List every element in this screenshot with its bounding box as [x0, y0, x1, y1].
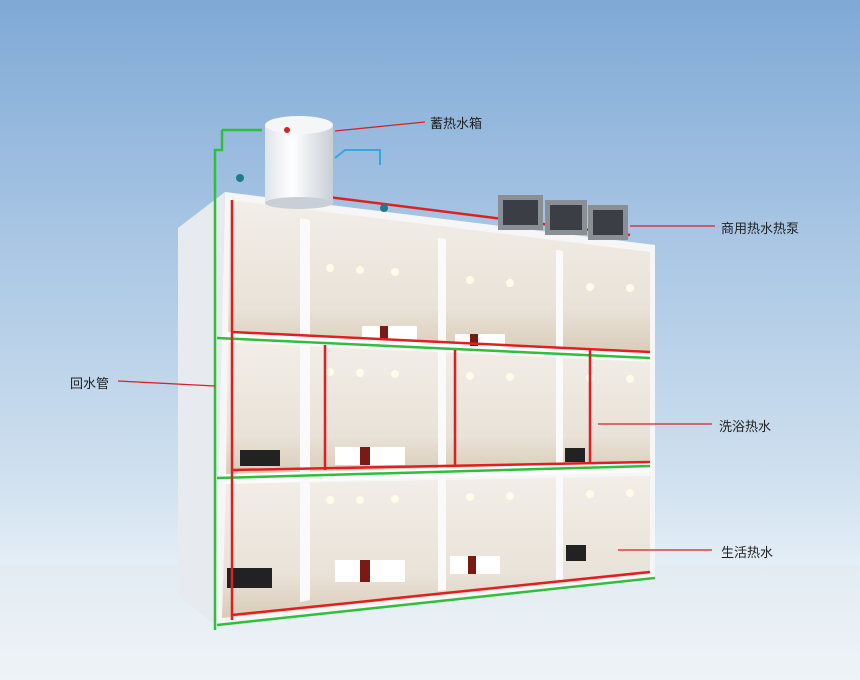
label-domestic-hot-water: 生活热水 [721, 546, 774, 561]
ceiling-lights [326, 264, 634, 504]
label-commercial-heat-pump: 商用热水热泵 [721, 222, 800, 237]
building-side-wall [178, 192, 225, 625]
label-bath-hot-water: 洗浴热水 [719, 420, 772, 435]
room-dividers [300, 218, 563, 602]
label-return-pipe: 回水管 [70, 377, 110, 392]
pump-icon [380, 204, 388, 212]
heat-storage-tank [265, 116, 333, 209]
return-pipe [213, 128, 656, 630]
tank-logo-icon [284, 127, 290, 133]
label-heat-storage-tank: 蓄热水箱 [430, 117, 483, 132]
slab-upper [226, 332, 652, 362]
roof-pipework [334, 149, 381, 165]
pump-icon [236, 174, 244, 182]
heat-pumps [498, 195, 628, 240]
leader-lines [117, 121, 715, 551]
hot-water-pipe [230, 194, 651, 620]
